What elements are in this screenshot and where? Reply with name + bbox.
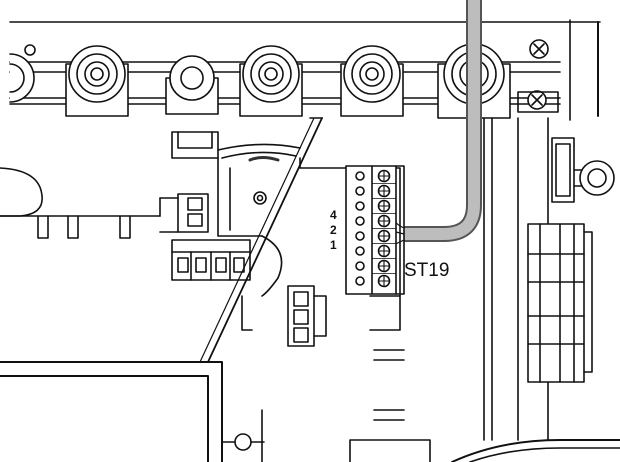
terminal-hole xyxy=(355,171,365,181)
partial-gland xyxy=(9,44,36,103)
terminal-label: ST19 xyxy=(404,260,449,281)
cable-gland-icon xyxy=(65,45,129,117)
terminal-screw-icon xyxy=(377,184,391,198)
tab xyxy=(171,131,219,159)
terminal-hole xyxy=(355,201,365,211)
screw-head-icon xyxy=(529,39,549,59)
shield-component xyxy=(217,143,301,237)
terminal-screw-icon xyxy=(377,199,391,213)
connector-4pin xyxy=(171,239,251,281)
cable-gland-icon xyxy=(340,45,404,117)
terminal-hole xyxy=(355,261,365,271)
cable-gland-icon xyxy=(239,45,303,117)
terminal-screw-icon xyxy=(377,259,391,273)
terminal-screw-icon xyxy=(377,169,391,183)
terminal-hole xyxy=(355,276,365,286)
pin-label-2: 2 xyxy=(330,223,337,237)
cable-channel xyxy=(199,117,323,363)
pin-label-4: 4 xyxy=(330,208,337,222)
cable-gland-icon xyxy=(165,55,219,115)
cable xyxy=(389,0,482,247)
enclosure-right xyxy=(451,117,620,462)
terminal-hole xyxy=(355,246,365,256)
terminal-screw-icon xyxy=(377,214,391,228)
pcb-middle xyxy=(221,157,431,462)
pcb-left xyxy=(0,167,223,462)
pin-label-1: 1 xyxy=(330,238,337,252)
terminal-hole xyxy=(355,216,365,226)
terminal-hole xyxy=(355,231,365,241)
terminal-screw-icon xyxy=(377,274,391,288)
screw-head-icon xyxy=(527,90,547,110)
terminal-hole xyxy=(355,186,365,196)
connector-2pin xyxy=(159,193,209,233)
terminal-screw-icon xyxy=(377,244,391,258)
terminal-block-st19 xyxy=(345,165,405,295)
terminal-screw-icon xyxy=(377,229,391,243)
